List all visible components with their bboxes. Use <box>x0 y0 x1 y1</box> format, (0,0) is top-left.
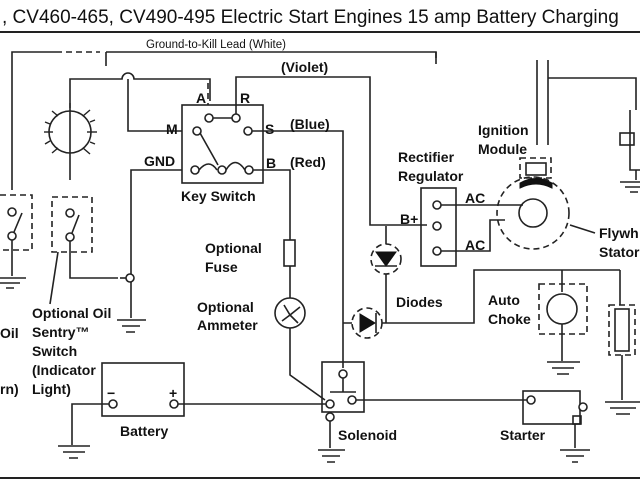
ignition-label-2: Module <box>478 141 527 157</box>
terminal-r-label: R <box>240 90 250 106</box>
diode-upper <box>370 243 402 275</box>
oil-sentry-switch <box>49 196 126 305</box>
diode-lower <box>351 307 383 339</box>
ac-top-label: AC <box>465 190 485 206</box>
rectifier-label-2: Regulator <box>398 168 464 184</box>
oil-pressure-switch <box>0 194 33 289</box>
starter-label: Starter <box>500 427 546 443</box>
blue-label: (Blue) <box>290 116 330 132</box>
starter-motor: Starter <box>500 390 590 463</box>
ground-to-kill-lead: Ground-to-Kill Lead (White) <box>11 39 437 190</box>
oil-sentry-label-2: Sentry™ <box>32 324 90 340</box>
battery: − + Battery <box>101 362 185 439</box>
ignition-module: Ignition Module <box>478 122 553 189</box>
solenoid-label: Solenoid <box>338 427 397 443</box>
red-label: (Red) <box>290 154 326 170</box>
auto-choke-label-1: Auto <box>488 292 520 308</box>
violet-label: (Violet) <box>281 59 328 75</box>
terminal-gnd-label: GND <box>144 153 175 169</box>
diode-output-wire <box>343 269 620 324</box>
optional-fuse-label-2: Fuse <box>205 259 238 275</box>
battery-ground-symbol <box>58 445 90 459</box>
battery-minus-label: − <box>107 385 115 401</box>
oil-sentry-label-5: Light) <box>32 381 71 397</box>
diodes-label: Diodes <box>396 294 443 310</box>
oil-sentry-label-4: (Indicator <box>32 362 96 378</box>
rn-partial-label: rn) <box>0 381 19 397</box>
oil-sentry-label-3: Switch <box>32 343 77 359</box>
indicator-light <box>44 72 211 180</box>
battery-negative-wire <box>71 403 109 445</box>
key-switch: A R M S GND B Key Switch <box>144 83 276 204</box>
rectifier-regulator: Rectifier Regulator B+ AC AC <box>398 149 485 267</box>
optional-ammeter-label-1: Optional <box>197 299 254 315</box>
light-rays-icon <box>44 103 97 155</box>
diagram-title: , CV460-465, CV490-495 Electric Start En… <box>2 7 619 28</box>
ac-bottom-label: AC <box>465 237 485 253</box>
resistor <box>605 270 640 415</box>
spark-plug <box>548 77 640 193</box>
auto-choke-label-2: Choke <box>488 311 531 327</box>
solenoid: Solenoid <box>318 361 397 463</box>
rectifier-label-1: Rectifier <box>398 149 455 165</box>
ammeter-icon <box>274 297 306 329</box>
ground-to-kill-label: Ground-to-Kill Lead (White) <box>146 39 286 51</box>
battery-plus-label: + <box>169 385 177 401</box>
auto-choke: Auto Choke <box>488 270 588 375</box>
flywheel-label: Flywh <box>599 225 639 241</box>
terminal-a-label: A <box>196 90 206 106</box>
ignition-label-1: Ignition <box>478 122 529 138</box>
oil-sentry-label-1: Optional Oil <box>32 305 111 321</box>
stator-label: Stator <box>599 244 640 260</box>
gnd-wire <box>130 169 182 318</box>
flywheel-stator: Flywh Stator <box>496 176 640 260</box>
red-wire <box>253 169 291 240</box>
blue-wire <box>252 130 344 368</box>
terminal-m-label: M <box>166 121 178 137</box>
b-plus-label: B+ <box>400 211 418 227</box>
violet-wire <box>235 76 427 226</box>
key-switch-label: Key Switch <box>181 188 256 204</box>
optional-ammeter-label-2: Ammeter <box>197 317 258 333</box>
fuse-icon <box>283 239 296 267</box>
oil-partial-label: Oil <box>0 325 19 341</box>
ground-symbol <box>117 319 146 333</box>
terminal-b-label: B <box>266 155 276 171</box>
terminal-s-label: S <box>265 121 274 137</box>
battery-label: Battery <box>120 423 168 439</box>
optional-fuse-label-1: Optional <box>205 240 262 256</box>
